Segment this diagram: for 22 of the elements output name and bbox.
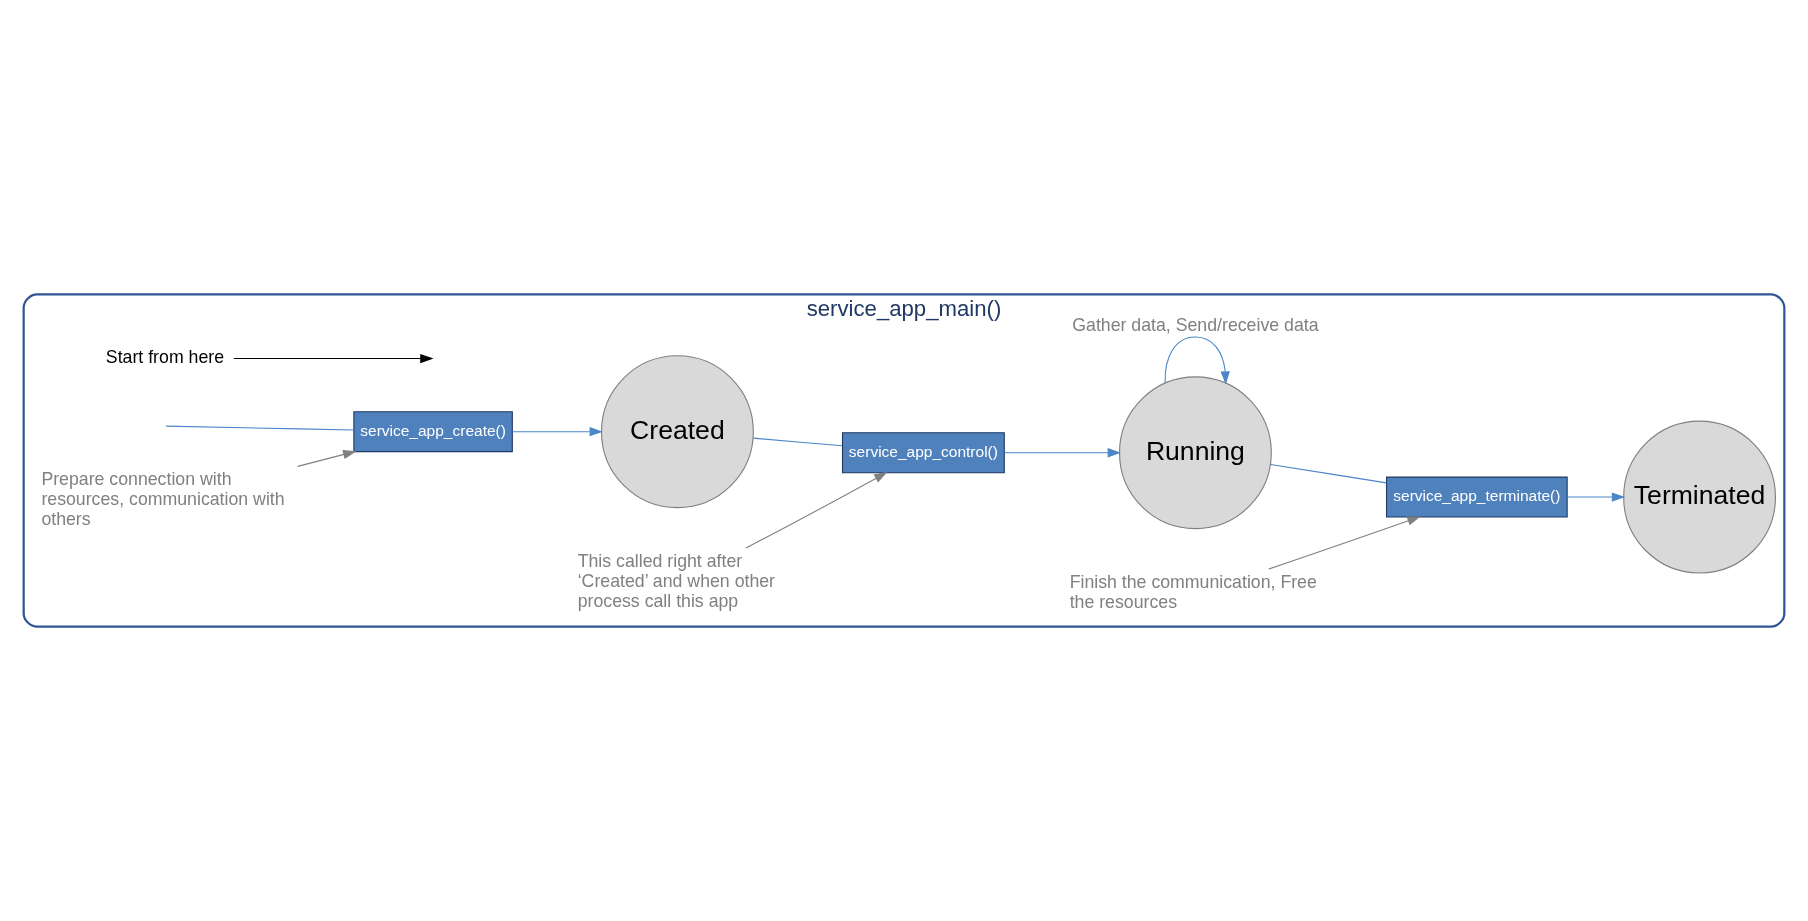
node-circle: Terminated bbox=[1623, 420, 1776, 574]
node-text: Prepare connection with resources, communication with others bbox=[41, 468, 285, 529]
arrow bbox=[233, 353, 434, 364]
node-circle: Created bbox=[600, 355, 754, 509]
arrow bbox=[1003, 448, 1121, 458]
connector bbox=[1270, 463, 1387, 484]
arrow bbox=[1566, 492, 1626, 502]
arrow bbox=[1164, 336, 1230, 385]
arrow bbox=[1268, 516, 1421, 570]
arrow bbox=[511, 427, 603, 437]
arrow bbox=[296, 450, 357, 467]
edge-label: Gather data, Send/receive data bbox=[1072, 315, 1319, 336]
node-text: Finish the communication, Free the resources bbox=[1069, 571, 1317, 612]
node-text: This called right after ‘Created’ and when other process call this app bbox=[577, 550, 776, 611]
arrow bbox=[745, 472, 888, 549]
node-circle: Running bbox=[1118, 376, 1272, 530]
node-box: service_app_create() bbox=[353, 411, 513, 453]
node-box: service_app_terminate() bbox=[1386, 476, 1568, 518]
node-text: Start from here bbox=[105, 346, 225, 367]
node-box: service_app_control() bbox=[841, 432, 1005, 474]
connector bbox=[752, 437, 843, 447]
connector bbox=[165, 425, 355, 431]
